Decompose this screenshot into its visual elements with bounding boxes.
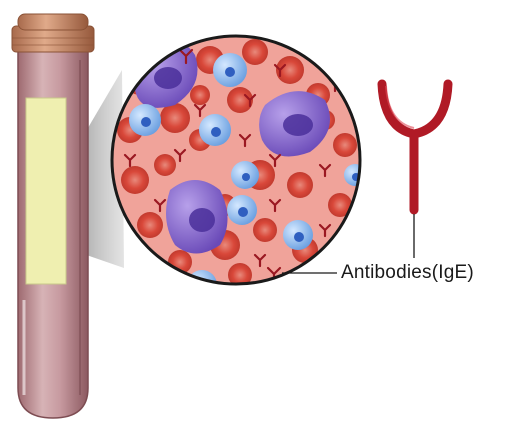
antibody-icon	[382, 84, 448, 258]
test-tube-icon	[12, 14, 94, 418]
antibody-label: Antibodies(IgE)	[341, 262, 474, 284]
tube-cap	[12, 14, 94, 52]
blood-sample-magnified	[105, 36, 366, 300]
tube-label	[26, 98, 66, 284]
